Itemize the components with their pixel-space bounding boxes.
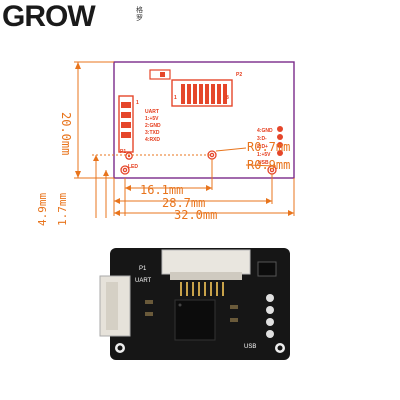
- usb-pin-4: 4:GND: [257, 128, 273, 134]
- usb-pin-1: 1:+5V: [257, 152, 271, 158]
- dim-32-0: 32.0mm: [174, 208, 217, 222]
- usb-label: USB: [258, 160, 269, 166]
- dim-height-20: 20.0mm: [59, 112, 73, 155]
- uart-connector: [118, 95, 134, 153]
- grow-logo: GROW: [2, 0, 96, 33]
- dim-28-7: 28.7mm: [162, 196, 205, 210]
- led-label: LED: [128, 164, 138, 170]
- p2-pin-first: 1: [174, 95, 177, 101]
- p2-latch-pin: [160, 72, 165, 77]
- uart-pin-2: 2:GND: [145, 123, 161, 129]
- p2-connector: [171, 79, 233, 107]
- ffc-connector: [161, 249, 251, 275]
- p2-label: P2: [236, 72, 242, 78]
- photo-p1-label: P1: [139, 266, 147, 272]
- usb-pads: [277, 126, 283, 156]
- p2-pin-last: 8: [226, 95, 229, 101]
- dim-1-7: 1.7mm: [56, 193, 69, 226]
- uart-pin-1: 1:+5V: [145, 116, 159, 122]
- uart-pin-3: 3:TXD: [145, 130, 160, 136]
- logo-chinese-text: 格 罗: [136, 6, 143, 22]
- uart-title: UART: [145, 109, 159, 115]
- dim-4-9: 4.9mm: [36, 193, 49, 226]
- photo-uart-label: UART: [135, 278, 152, 284]
- p2-latch: [149, 69, 171, 80]
- dim-r0-9: R0.9mm: [247, 158, 290, 172]
- p1-label: P1: [120, 149, 126, 155]
- usb-pin-2: 2:D+: [257, 144, 268, 150]
- dim-16-1: 16.1mm: [140, 183, 183, 197]
- photo-usb-label: USB: [244, 344, 256, 350]
- dim-r0-7: R0.7mm: [247, 140, 290, 154]
- board-outline: [113, 61, 295, 179]
- dimension-arrows: [75, 62, 294, 216]
- uart-pin-one-mark: 1: [136, 100, 139, 106]
- usb-pads-photo: [266, 294, 274, 338]
- p2-pins: [181, 84, 227, 104]
- led-pad: [125, 152, 133, 160]
- dimension-lines: [74, 61, 295, 218]
- mcu-chip: [174, 299, 216, 341]
- usb-pin-3: 3:D-: [257, 136, 267, 142]
- uart-pin-4: 4:RXD: [145, 137, 160, 143]
